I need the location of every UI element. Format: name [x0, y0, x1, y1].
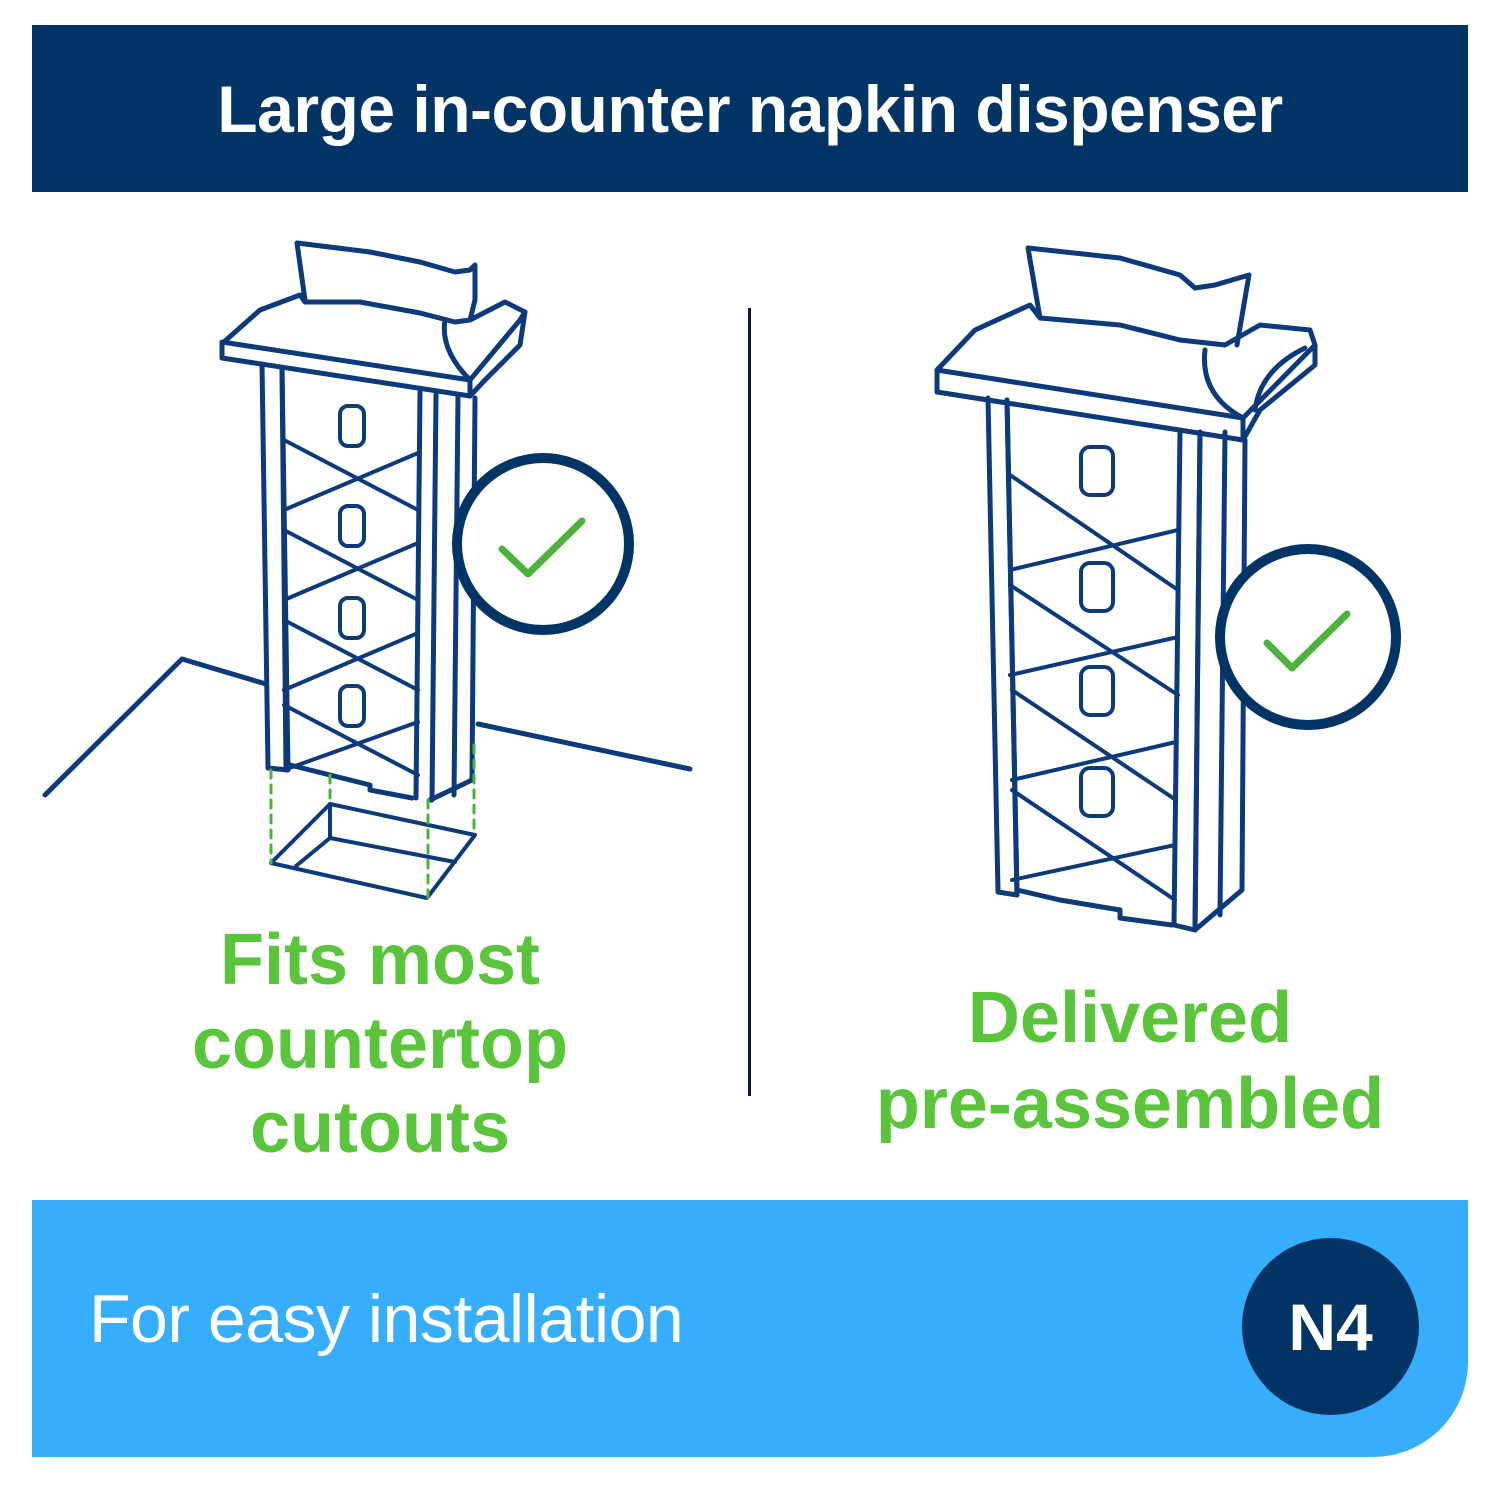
- footer-banner: For easy installation N4: [32, 1200, 1468, 1457]
- panel-divider: [748, 308, 751, 1096]
- caption-line: pre-assembled: [875, 1064, 1385, 1144]
- pre-assembled-dispenser-illustration: [934, 245, 1401, 933]
- checkmark-circle-icon: [452, 453, 634, 635]
- caption-line: Delivered: [967, 978, 1293, 1058]
- caption-fits-cutouts: Fits most countertop cutouts: [120, 918, 640, 1170]
- caption-line: countertop: [192, 1004, 568, 1084]
- product-code-badge: N4: [1242, 1238, 1419, 1415]
- caption-line: cutouts: [250, 1088, 510, 1168]
- caption-line: Fits most: [219, 920, 541, 1000]
- page-title: Large in-counter napkin dispenser: [217, 71, 1283, 146]
- footer-tagline: For easy installation: [89, 1281, 684, 1357]
- badge-label: N4: [1288, 1289, 1373, 1364]
- header-banner: Large in-counter napkin dispenser: [32, 25, 1468, 192]
- caption-pre-assembled: Delivered pre-assembled: [820, 975, 1440, 1147]
- dispenser-cutout-illustration: [42, 240, 693, 900]
- checkmark-circle-icon: [1215, 544, 1401, 730]
